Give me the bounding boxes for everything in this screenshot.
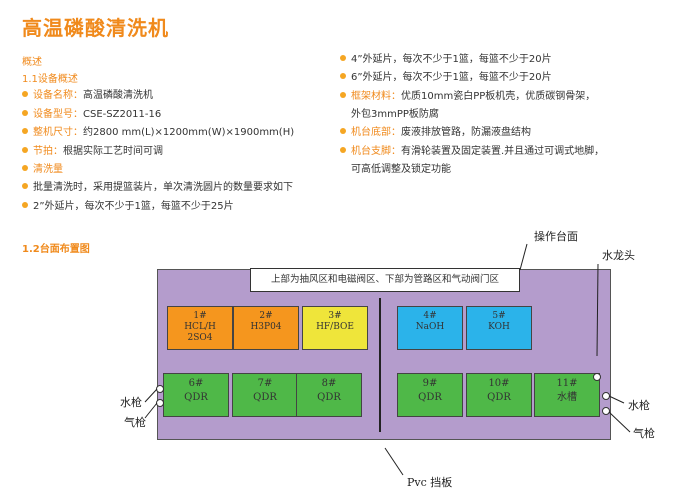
spec-takt: 节拍：根据实际工艺时间可调 [22, 145, 163, 159]
tank-5: 5#KOH [466, 306, 532, 350]
spec-frame-cont: 外包3mmPP板防腐 [351, 109, 439, 120]
spec-6inch: 6”外延片，每次不少于1篮，每篮不少于20片 [340, 71, 552, 85]
tank-8: 8#QDR [296, 373, 362, 417]
tank-2: 2#H3P04 [233, 306, 299, 350]
bullet-icon [340, 73, 346, 79]
left-water-gun-label: 水枪 [120, 396, 142, 409]
spec-device-name: 设备名称：高温磷酸清洗机 [22, 89, 153, 103]
right-air-gun-label: 气枪 [633, 427, 655, 440]
spec-capacity: 清洗量 [22, 163, 63, 177]
spec-batch: 批量清洗时，采用提篮装片，单次清洗圆片的数量要求如下 [22, 181, 293, 195]
tank-3: 3#HF/BOE [302, 306, 368, 350]
bullet-icon [22, 110, 28, 116]
bullet-icon [22, 147, 28, 153]
spec-frame: 框架材料：优质10mm瓷白PP板机壳，优质碳钢骨架， [340, 90, 595, 104]
right-water-gun-label: 水枪 [628, 399, 650, 412]
bullet-icon [340, 55, 346, 61]
bullet-icon [340, 147, 346, 153]
tank-4: 4#NaOH [397, 306, 463, 350]
page-title: 高温磷酸清洗机 [22, 16, 169, 40]
spec-bottom: 机台底部：废液排放管路，防漏液盘结构 [340, 126, 531, 140]
tank-7: 7#QDR [232, 373, 298, 417]
bullet-icon [22, 128, 28, 134]
right-air-gun-port [602, 407, 610, 415]
bullet-icon [22, 91, 28, 97]
bullet-icon [22, 165, 28, 171]
spec-4inch: 4”外延片，每次不少于1篮，每篮不少于20片 [340, 53, 552, 67]
section-1-2-heading: 1.2台面布置图 [22, 244, 90, 255]
tank-6: 6#QDR [163, 373, 229, 417]
spec-2inch: 2”外延片，每次不少于1篮，每篮不少于25片 [22, 200, 234, 214]
spec-feet-cont: 可高低调整及锁定功能 [351, 164, 451, 175]
pvc-baffle-divider [379, 298, 381, 432]
bullet-icon [22, 202, 28, 208]
overview-heading: 概述 [22, 57, 42, 68]
tank-10: 10#QDR [466, 373, 532, 417]
bullet-icon [22, 183, 28, 189]
faucet-port [593, 373, 601, 381]
pvc-baffle-label: Pvc 挡板 [407, 476, 453, 489]
faucet-label: 水龙头 [602, 249, 635, 262]
tank-11: 11#水槽 [534, 373, 600, 417]
bullet-icon [340, 92, 346, 98]
bullet-icon [340, 128, 346, 134]
tank-9: 9#QDR [397, 373, 463, 417]
operation-table-label: 操作台面 [534, 230, 578, 243]
left-air-gun-label: 气枪 [124, 416, 146, 429]
spec-feet: 机台支脚：有滑轮装置及固定装置.并且通过可调式地脚， [340, 145, 604, 159]
zone-banner: 上部为抽风区和电磁阀区、下部为管路区和气动阀门区 [250, 268, 520, 292]
spec-dimensions: 整机尺寸：约2800 mm(L)×1200mm(W)×1900mm(H) [22, 126, 294, 140]
section-1-1-heading: 1.1设备概述 [22, 74, 78, 85]
spec-device-model: 设备型号：CSE-SZ2011-16 [22, 108, 161, 122]
